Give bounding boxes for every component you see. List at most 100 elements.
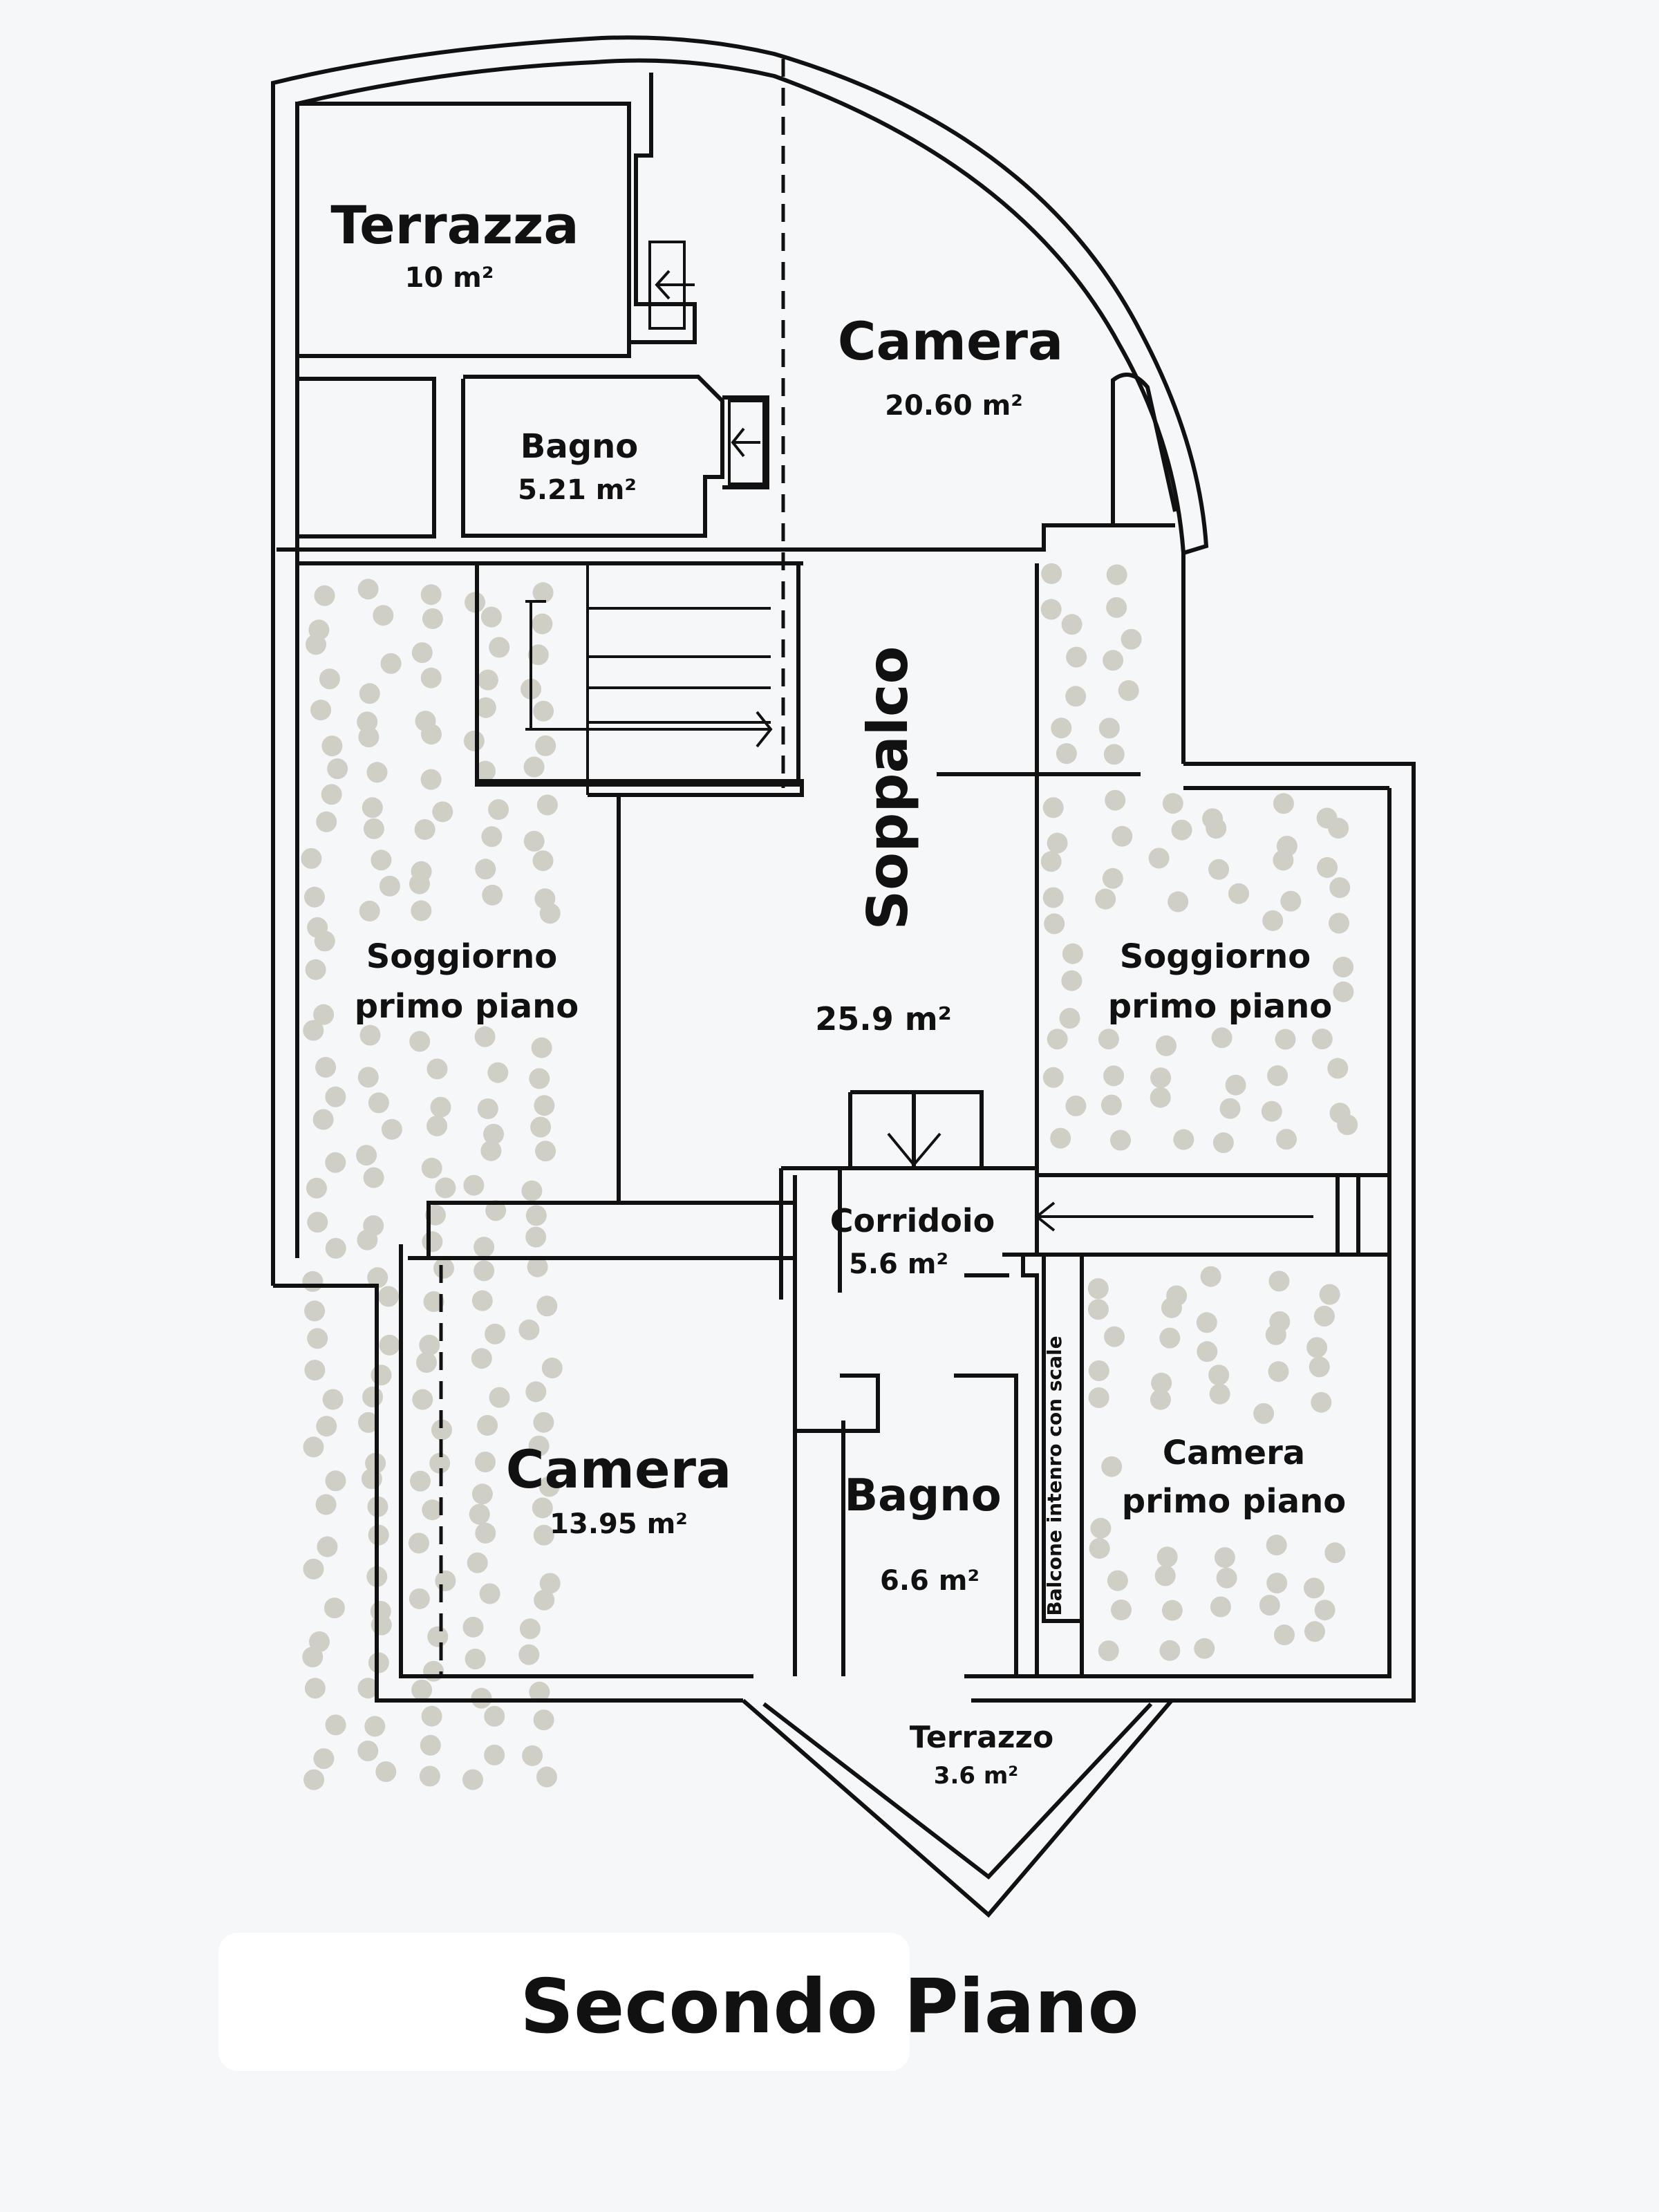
- stipple-dot: [363, 1167, 384, 1188]
- stipple-dot: [359, 901, 380, 921]
- stipple-dot: [1103, 744, 1125, 765]
- stipple-dot: [532, 613, 553, 635]
- stipple-dot: [1040, 599, 1062, 620]
- stipple-dot: [410, 1470, 431, 1492]
- stipple-dot: [1194, 1638, 1215, 1659]
- stipple-dot: [307, 1212, 328, 1233]
- soggiorno-right-line2: primo piano: [1108, 987, 1333, 1026]
- stipple-dot: [1098, 718, 1120, 739]
- stipple-dot: [367, 1267, 388, 1288]
- stipple-dot: [525, 1226, 547, 1248]
- stipple-dot: [379, 875, 400, 897]
- stipple-dot: [1159, 1327, 1181, 1349]
- stipple-dot: [427, 1058, 448, 1080]
- bagno-top-area: 5.21 m²: [518, 474, 637, 506]
- stipple-dot: [1208, 1365, 1230, 1386]
- stipple-dot: [357, 711, 378, 733]
- stipple-dot: [1171, 819, 1192, 841]
- stipple-dot: [1106, 564, 1127, 585]
- stipple-dot: [368, 1092, 389, 1114]
- stipple-dot: [422, 608, 443, 629]
- stipple-dot: [1280, 890, 1302, 912]
- stipple-dot: [474, 1237, 495, 1258]
- stipple-dot: [1211, 1027, 1232, 1049]
- stipple-dot: [533, 1709, 554, 1731]
- stipple-dot: [1304, 1621, 1325, 1642]
- stipple-dot: [1107, 1570, 1128, 1591]
- stipple-dot: [1225, 1074, 1246, 1096]
- stipple-dot: [1041, 563, 1062, 584]
- stipple-dot: [1121, 628, 1142, 650]
- stipple-dot: [463, 730, 485, 751]
- stipple-dot: [1306, 1337, 1328, 1358]
- stipple-dot: [1261, 1100, 1282, 1122]
- stipple-dot: [521, 1180, 543, 1201]
- stipple-dot: [420, 667, 442, 688]
- stipple-dot: [427, 1626, 449, 1647]
- stipple-dot: [312, 1109, 334, 1130]
- stipple-dot: [1065, 686, 1087, 707]
- stipple-dot: [1101, 1456, 1123, 1477]
- stipple-dot: [304, 886, 325, 908]
- stipple-dot: [1106, 597, 1127, 618]
- stipple-dot: [1253, 1403, 1275, 1424]
- stipple-dot: [541, 1358, 563, 1378]
- stipple-dot: [364, 1716, 386, 1737]
- stipple-dot: [371, 850, 392, 871]
- stipple-dot: [519, 1618, 541, 1640]
- stipple-dot: [530, 1116, 552, 1138]
- stipple-dot: [359, 683, 380, 704]
- stipple-dot: [313, 1748, 335, 1770]
- stipple-dot: [1309, 1356, 1330, 1378]
- stipple-dot: [421, 1705, 442, 1727]
- bagno-top-name: Bagno: [521, 427, 638, 466]
- stipple-dot: [358, 727, 379, 748]
- stipple-dot: [535, 1141, 556, 1162]
- stipple-dot: [1266, 1573, 1288, 1594]
- stipple-dot: [533, 700, 554, 722]
- stipple-dot: [315, 1057, 337, 1078]
- stipple-dot: [421, 724, 442, 745]
- stipple-dot: [321, 784, 342, 805]
- stipple-dot: [1267, 1065, 1288, 1087]
- stipple-dot: [1168, 891, 1189, 912]
- stipple-dot: [534, 1095, 555, 1116]
- stipple-dot: [315, 1494, 337, 1515]
- room-labels: Terrazza 10 m² Camera 20.60 m² Bagno 5.2…: [330, 194, 1346, 1790]
- stipple-dot: [1196, 1312, 1217, 1333]
- stipple-dot: [1173, 1129, 1194, 1150]
- stipple-dot: [527, 644, 549, 666]
- stipple-dot: [1268, 1361, 1289, 1382]
- stipple-dot: [319, 668, 340, 690]
- stipple-dot: [1273, 793, 1294, 814]
- stipple-dot: [1209, 1383, 1230, 1405]
- stipple-dot: [1150, 1087, 1171, 1108]
- stipple-dot: [1314, 1600, 1335, 1621]
- stipple-dot: [422, 1499, 443, 1521]
- stipple-dot: [380, 653, 402, 674]
- stipple-dot: [462, 1616, 484, 1638]
- stipple-dot: [471, 1290, 493, 1311]
- stipple-dot: [1228, 883, 1249, 904]
- terrazzo-name: Terrazzo: [910, 1720, 1054, 1755]
- stipple-dot: [302, 1271, 324, 1292]
- stipple-dot: [536, 794, 558, 816]
- stipple-dot: [529, 1068, 550, 1089]
- stipple-dot: [1327, 1058, 1349, 1079]
- stipple-dot: [433, 1257, 454, 1279]
- stipple-dot: [533, 1412, 554, 1433]
- stipple-dot: [1200, 1266, 1221, 1287]
- stipple-dot: [1206, 818, 1227, 839]
- stipple-dot: [525, 1205, 547, 1226]
- stipple-dot: [1105, 789, 1126, 811]
- stipple-dot: [423, 1660, 444, 1682]
- stipple-dot: [357, 1678, 379, 1699]
- stipple-dot: [1333, 957, 1354, 977]
- stipple-dot: [1062, 943, 1083, 964]
- stipple-dot: [1110, 1130, 1131, 1151]
- stipple-dot: [532, 850, 554, 872]
- stipple-dot: [324, 1597, 345, 1619]
- stipple-dot: [1208, 859, 1230, 880]
- stipple-dot: [301, 847, 322, 869]
- stipple-dot: [409, 1588, 430, 1609]
